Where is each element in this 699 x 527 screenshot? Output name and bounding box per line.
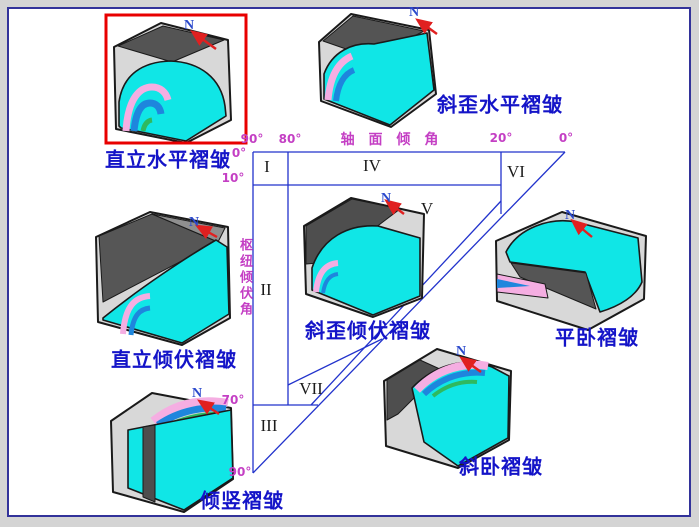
zone-V: V [420, 199, 434, 218]
fold-label-upright-plunging: 直立倾伏褶皱 [111, 349, 237, 372]
fold-block-inclined-horizontal [318, 13, 438, 128]
x-tick-0: 0° [558, 131, 574, 145]
north-label: N [188, 215, 200, 230]
fold-block-upright-horizontal [113, 22, 232, 144]
north-arrow [190, 30, 217, 50]
north-arrow [459, 356, 482, 373]
y-axis-title: 枢纽倾伏角 [238, 238, 253, 318]
fold-label-recumbent: 平卧褶皱 [555, 327, 639, 350]
north-arrow [415, 18, 438, 35]
north-arrow [197, 399, 220, 415]
zone-II: II [260, 280, 272, 299]
fold-block-reclined [383, 348, 512, 469]
y-tick-10: 10° [221, 171, 245, 185]
north-label: N [564, 208, 576, 223]
fold-label-vertical: 倾竖褶皱 [200, 490, 284, 513]
grid-diagonal-short [287, 338, 383, 386]
y-tick-70: 70° [221, 393, 245, 407]
fold-label-reclined: 斜卧褶皱 [459, 456, 543, 479]
fold-label-inclined-plunging: 斜歪倾伏褶皱 [305, 320, 431, 343]
fold-label-inclined-horizontal: 斜歪水平褶皱 [437, 94, 563, 117]
zone-VI: VI [507, 162, 525, 181]
fold-label-upright-horizontal: 直立水平褶皱 [105, 149, 231, 172]
zone-VII: VII [299, 379, 323, 398]
north-arrow [570, 218, 593, 238]
red-highlight-box [104, 13, 248, 145]
classification-grid [252, 151, 566, 474]
x-axis-title: 轴 面 倾 角 [340, 131, 444, 147]
zone-IV: IV [363, 156, 381, 175]
x-tick-90: 90° [240, 132, 264, 146]
north-arrow [194, 224, 218, 240]
north-label: N [455, 344, 467, 359]
grid-diagonal-main [252, 151, 566, 474]
x-tick-80: 80° [278, 132, 302, 146]
north-label: N [408, 5, 420, 20]
fold-block-inclined-plunging [303, 197, 425, 318]
y-tick-90: 90° [228, 465, 252, 479]
zone-III: III [260, 416, 278, 435]
y-tick-0: 0° [231, 146, 247, 160]
zone-I: I [264, 157, 270, 176]
x-tick-20: 20° [489, 131, 513, 145]
north-arrow [384, 199, 405, 215]
north-label: N [191, 386, 203, 401]
north-label: N [380, 191, 392, 206]
fold-block-upright-plunging [95, 211, 231, 346]
fold-block-vertical [110, 392, 234, 513]
fold-block-recumbent [495, 211, 647, 331]
north-label: N [183, 18, 195, 33]
